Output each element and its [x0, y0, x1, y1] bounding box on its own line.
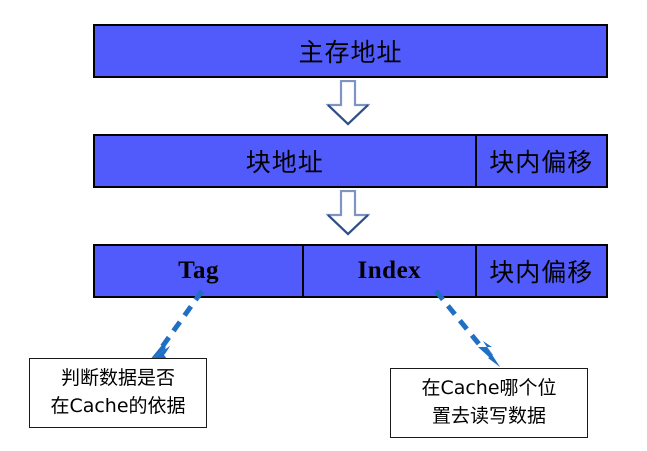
index-callout-arrow-icon [425, 285, 515, 375]
field-block-offset: 块内偏移 [474, 246, 606, 296]
field-block-address: 块地址 [245, 150, 324, 177]
main-address-bar: 主存地址 [93, 24, 608, 78]
field-main-address: 主存地址 [298, 40, 403, 67]
field-index: Index [302, 246, 474, 296]
index-purpose-callout: 在Cache哪个位 置去读写数据 [390, 368, 588, 438]
block-address-bar: 块地址 块内偏移 [93, 134, 608, 188]
tag-callout-arrow-icon [140, 285, 220, 370]
callout-line-2: 在Cache的依据 [50, 395, 186, 417]
callout-line-2: 置去读写数据 [431, 405, 546, 427]
tag-index-bar: Tag Index 块内偏移 [93, 244, 608, 298]
down-arrow-icon [325, 189, 371, 236]
callout-line-1: 在Cache哪个位 [421, 377, 557, 400]
down-arrow-icon [325, 79, 371, 126]
field-block-offset: 块内偏移 [474, 136, 606, 186]
tag-purpose-callout: 判断数据是否 在Cache的依据 [29, 358, 207, 428]
field-tag: Tag [178, 257, 220, 284]
callout-line-1: 判断数据是否 [60, 367, 175, 390]
